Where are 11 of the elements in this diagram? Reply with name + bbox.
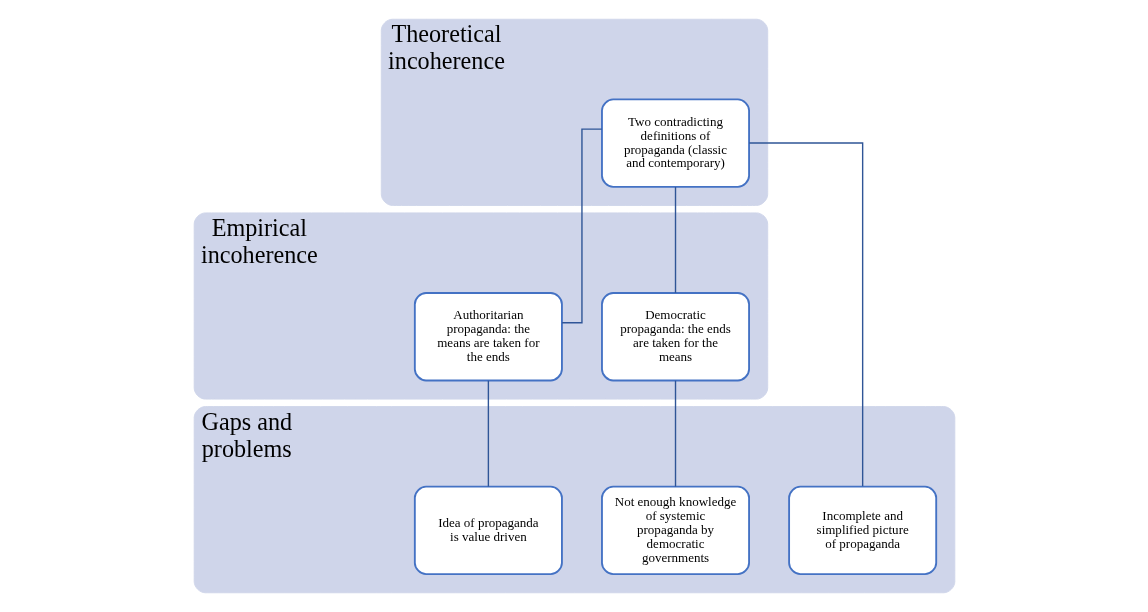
connector xyxy=(674,186,676,294)
node-box: Two contradicting definitions of propaganda (classic and contemporary) xyxy=(600,98,750,188)
connector xyxy=(674,379,676,488)
connector xyxy=(560,128,602,324)
node-box: Incomplete and simplified picture of propaganda xyxy=(787,485,937,576)
node-box: Authoritarian propaganda: the means are taken for the ends xyxy=(413,292,563,382)
connector xyxy=(748,142,863,487)
node-box: Not enough knowledge of systemic propaganda by democratic governments xyxy=(600,485,750,576)
connector xyxy=(487,379,489,488)
node-box: Democratic propaganda: the ends are taken for the means xyxy=(600,292,750,382)
node-box: Idea of propaganda is value driven xyxy=(413,485,563,576)
